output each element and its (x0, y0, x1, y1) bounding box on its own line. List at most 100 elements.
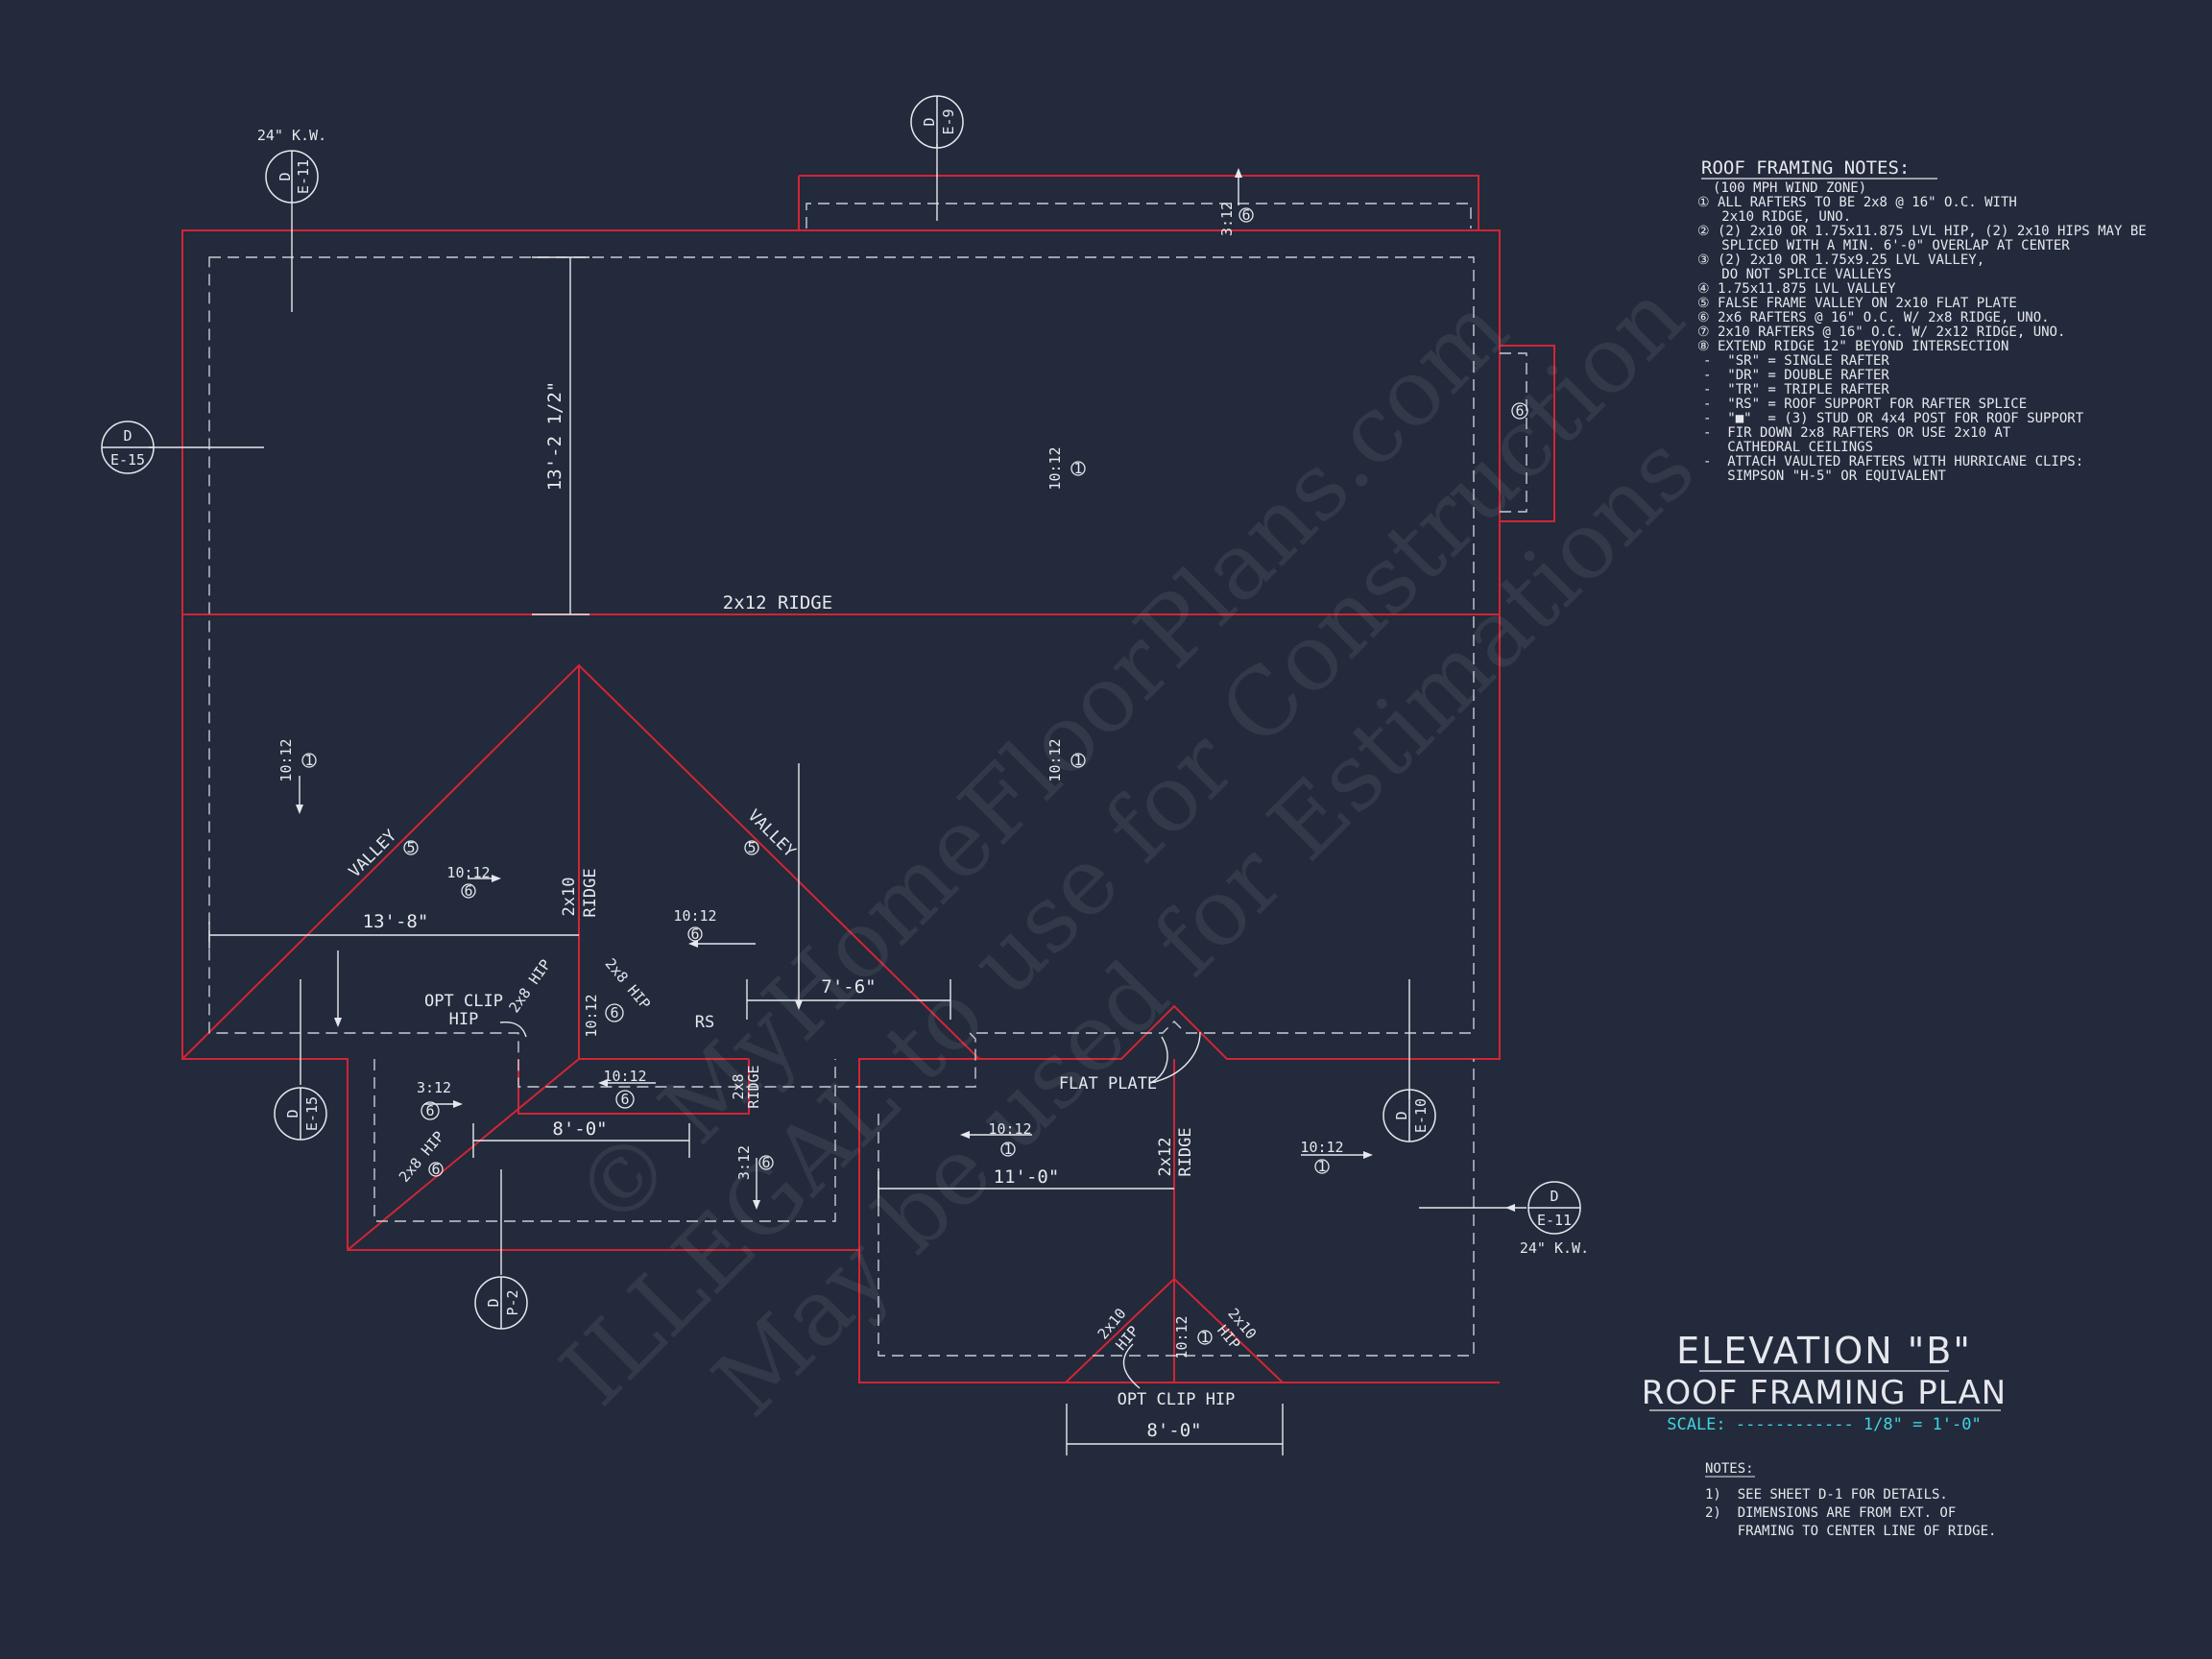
keynote-5-b (744, 840, 759, 855)
pitch-c: 10:12 (1046, 738, 1064, 781)
svg-text:6: 6 (690, 926, 699, 943)
keynote-6-a (461, 883, 476, 899)
roof-note-line: SPLICED WITH A MIN. 6'-0" OVERLAP AT CEN… (1697, 238, 2070, 253)
roof-note-line: 2x10 RIDGE, UNO. (1697, 209, 1851, 225)
callout-4-sheet: E-15 (303, 1096, 321, 1131)
svg-text:6: 6 (431, 1161, 440, 1178)
callout-4-letter: D (284, 1109, 301, 1118)
kw-label-bottom: 24" K.W. (1520, 1239, 1589, 1257)
pitch-b: 10:12 (277, 738, 295, 781)
keynote-5-a (403, 840, 419, 855)
pitch-h: 10:12 (988, 1120, 1031, 1138)
pitch-j: 10:12 (1173, 1315, 1190, 1358)
dim-13-8: 13'-8" (363, 911, 429, 932)
keynote-6-i (428, 1162, 444, 1177)
roof-note-line: ① ALL RAFTERS TO BE 2x8 @ 16" O.C. WITH (1697, 195, 2017, 210)
callout-7-sheet: P-2 (504, 1289, 521, 1315)
callout-5-sheet: E-10 (1412, 1098, 1430, 1133)
roof-note-line: - FIR DOWN 2x8 RAFTERS OR USE 2x10 AT (1703, 425, 2011, 441)
svg-text:1: 1 (1073, 752, 1082, 769)
ridge-word-label-2: RIDGE (745, 1065, 762, 1108)
svg-text:6: 6 (610, 1004, 618, 1022)
opt-clip-hip-line1: OPT CLIP (424, 992, 503, 1011)
dim-7-6: 7'-6" (821, 976, 876, 998)
pitch-f: 10:12 (583, 994, 600, 1037)
general-notes-heading: NOTES: (1705, 1461, 1754, 1477)
roof-note-line: DO NOT SPLICE VALLEYS (1697, 267, 1891, 282)
pitch-m: 3:12 (735, 1145, 753, 1180)
svg-text:6: 6 (1241, 206, 1250, 224)
general-note-line: 2) DIMENSIONS ARE FROM EXT. OF (1705, 1505, 1956, 1521)
keynote-1-d (1000, 1142, 1016, 1157)
roof-note-line: ③ (2) 2x10 OR 1.75x9.25 LVL VALLEY, (1697, 252, 1984, 268)
svg-text:6: 6 (620, 1091, 629, 1108)
pitch-l: 3:12 (417, 1079, 451, 1096)
keynote-6-c (1238, 207, 1254, 223)
svg-text:1: 1 (1073, 460, 1082, 477)
roof-note-line: - "■" = (3) STUD OR 4x4 POST FOR ROOF SU… (1703, 411, 2084, 426)
roof-note-line: (100 MPH WIND ZONE) (1713, 180, 1866, 196)
dimension-lines (149, 144, 1527, 1455)
keynote-6-g (615, 1090, 635, 1109)
ridge-2x12-label: 2x12 (1156, 1138, 1175, 1177)
svg-text:6: 6 (1515, 402, 1524, 420)
svg-text:1: 1 (1200, 1329, 1209, 1346)
keynote-1-a (1070, 461, 1086, 476)
svg-text:6: 6 (761, 1154, 770, 1171)
dim-11-0: 11'-0" (994, 1166, 1060, 1188)
roof-note-line: ⑥ 2x6 RAFTERS @ 16" O.C. W/ 2x8 RIDGE, U… (1697, 310, 2050, 325)
roof-note-line: ⑤ FALSE FRAME VALLEY ON 2x10 FLAT PLATE (1697, 296, 2017, 311)
main-ridge-label: 2x12 RIDGE (723, 592, 832, 613)
callout-7-letter: D (485, 1298, 502, 1307)
opt-clip-hip-line2: HIP (449, 1010, 479, 1029)
pitch-e: 10:12 (673, 907, 716, 925)
watermark: © MyHomeFloorPlans.com ILLEGAL to use fo… (541, 262, 1715, 1436)
pitch-i: 10:12 (1300, 1139, 1343, 1156)
keynote-1-e (1314, 1159, 1330, 1174)
keynote-6-e (605, 1003, 624, 1022)
general-note-line: FRAMING TO CENTER LINE OF RIDGE. (1705, 1524, 1996, 1539)
valley-label-left: VALLEY (346, 827, 401, 882)
svg-text:6: 6 (425, 1102, 434, 1119)
svg-text:1: 1 (1003, 1141, 1012, 1158)
svg-text:5: 5 (406, 839, 415, 856)
title-scale: SCALE: ------------ 1/8" = 1'-0" (1667, 1415, 1982, 1434)
keynote-1-c (1070, 753, 1086, 768)
svg-text:1: 1 (1317, 1158, 1326, 1175)
svg-text:6: 6 (464, 882, 472, 900)
callout-1-sheet: E-11 (295, 159, 312, 194)
ridge-word-label: RIDGE (581, 868, 600, 917)
callout-3-letter: D (123, 427, 132, 445)
general-notes: NOTES: 1) SEE SHEET D-1 FOR DETAILS. 2) … (1705, 1461, 1996, 1539)
callout-5-letter: D (1393, 1111, 1410, 1119)
keynote-1-b (301, 753, 317, 768)
roof-note-line: CATHEDRAL CEILINGS (1703, 440, 1873, 455)
roof-framing-notes: ROOF FRAMING NOTES: (100 MPH WIND ZONE) … (1697, 157, 2147, 484)
dim-8-0-b: 8'-0" (1146, 1420, 1201, 1441)
callout-6-sheet: E-11 (1537, 1212, 1572, 1229)
roof-note-line: - "DR" = DOUBLE RAFTER (1703, 368, 1889, 383)
title-block: ELEVATION "B" ROOF FRAMING PLAN SCALE: -… (1642, 1330, 2007, 1434)
callout-2-letter: D (921, 117, 938, 126)
callout-1-letter: D (276, 172, 294, 180)
title-plan-name: ROOF FRAMING PLAN (1642, 1374, 2007, 1412)
roof-note-line: SIMPSON "H-5" OR EQUIVALENT (1703, 469, 1946, 484)
keynote-numbers: 1 1 1 1 1 1 5 5 6 6 6 6 6 6 6 6 6 (304, 206, 1524, 1346)
svg-text:5: 5 (747, 839, 756, 856)
keynote-6-f (421, 1101, 440, 1120)
flat-plate-label: FLAT PLATE (1059, 1074, 1157, 1094)
rs-label: RS (695, 1013, 714, 1032)
opt-clip-hip-bottom: OPT CLIP HIP (1118, 1390, 1236, 1409)
roof-note-line: ⑧ EXTEND RIDGE 12" BEYOND INTERSECTION (1697, 339, 2008, 354)
roof-note-line: - "SR" = SINGLE RAFTER (1703, 353, 1889, 369)
hip-2x8-a: 2x8 HIP (505, 956, 554, 1016)
arrowheads (296, 168, 1515, 1212)
keynote-6-b (687, 926, 703, 942)
ridge-2x10-label: 2x10 (560, 878, 579, 917)
dim-13-2: 13'-2 1/2" (544, 381, 565, 491)
pitch-a: 10:12 (1046, 446, 1064, 490)
keynote-6-d (1511, 402, 1528, 420)
callout-3-sheet: E-15 (110, 451, 145, 469)
callout-2-sheet: E-9 (940, 108, 957, 134)
